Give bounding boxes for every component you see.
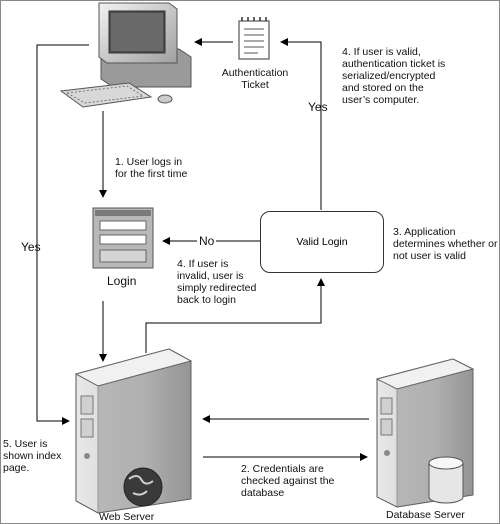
valid-login-box: Valid Login bbox=[260, 211, 384, 273]
step-3-note: 3. Application determines whether or not… bbox=[393, 226, 498, 262]
step-1-note: 1. User logs in for the first time bbox=[115, 156, 188, 180]
valid-login-label: Valid Login bbox=[296, 236, 348, 248]
yes-top-label: Yes bbox=[308, 100, 328, 114]
desktop-computer-icon bbox=[59, 2, 192, 108]
step-4-valid-note: 4. If user is valid, authentication tick… bbox=[342, 46, 446, 106]
flow-arrows bbox=[36, 38, 369, 461]
database-server-tower-icon bbox=[375, 358, 475, 508]
authentication-ticket-label: Authentication Ticket bbox=[221, 67, 289, 91]
yes-left-label: Yes bbox=[21, 240, 41, 254]
login-form-icon bbox=[92, 207, 154, 269]
step-4-invalid-note: 4. If user is invalid, user is simply re… bbox=[177, 258, 257, 306]
web-server-tower-icon bbox=[74, 348, 193, 514]
ticket-document-icon bbox=[238, 17, 270, 60]
no-label: No bbox=[197, 234, 217, 248]
web-server-label: Web Server bbox=[99, 511, 155, 523]
database-server-label: Database Server bbox=[386, 509, 465, 521]
step-5-note: 5. User is shown index page. bbox=[3, 438, 62, 474]
step-2-note: 2. Credentials are checked against the d… bbox=[241, 463, 335, 499]
login-label: Login bbox=[107, 274, 137, 288]
